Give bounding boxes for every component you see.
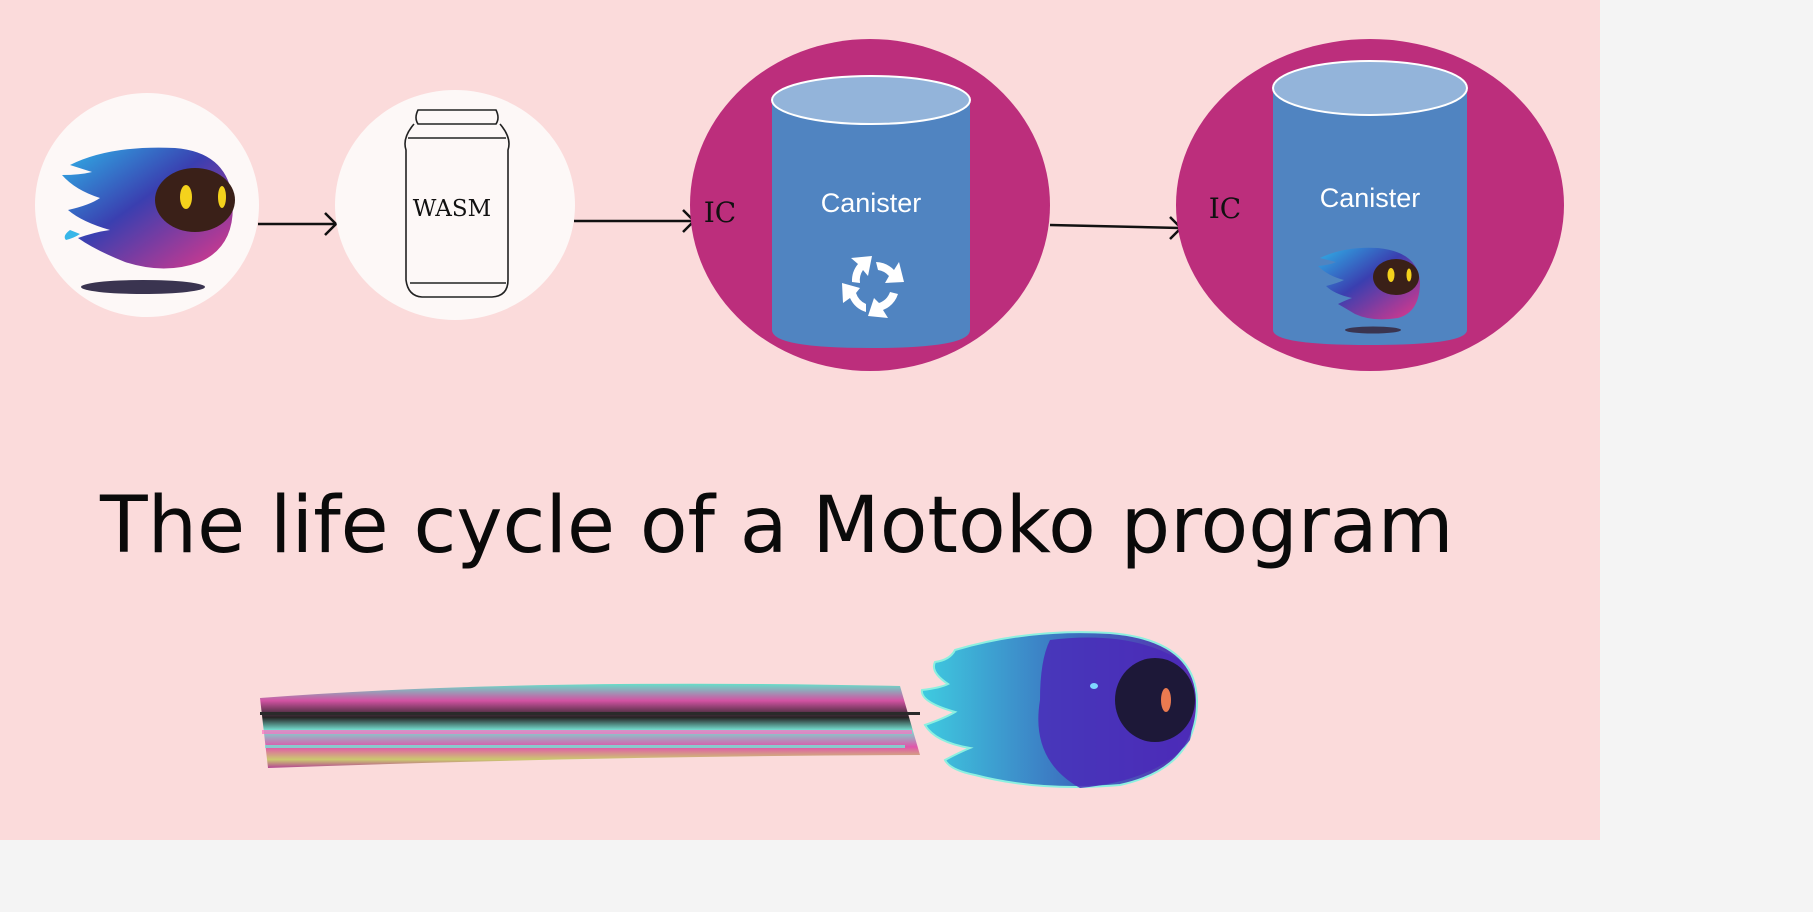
arrow-3 [1049, 216, 1183, 240]
ic-label: IC [704, 196, 736, 229]
motoko-ghost-icon [62, 147, 235, 294]
canister-label: Canister [1320, 183, 1421, 213]
slide-title: The life cycle of a Motoko program [100, 481, 1454, 571]
arrow-1 [258, 212, 338, 236]
wasm-label: WASM [413, 196, 491, 222]
stage-wasm: WASM [335, 90, 575, 320]
wasm-jar-icon [404, 109, 510, 298]
motoko-ghost-small-icon [1318, 247, 1420, 334]
motoko-ghost-speeding-icon [260, 631, 1199, 789]
canister [771, 75, 971, 348]
stage-ic-running: IC Canister [1176, 39, 1564, 371]
stage-ic-deploy: IC Canister [690, 39, 1050, 371]
lifecycle-diagram: WASM IC Canister [35, 39, 1564, 789]
ic-label: IC [1209, 192, 1241, 225]
white-circle [335, 90, 575, 320]
stage-motoko-source [35, 93, 259, 317]
refresh-cycle-icon [842, 256, 904, 318]
arrow-2 [574, 209, 696, 233]
canister-label: Canister [821, 188, 922, 218]
